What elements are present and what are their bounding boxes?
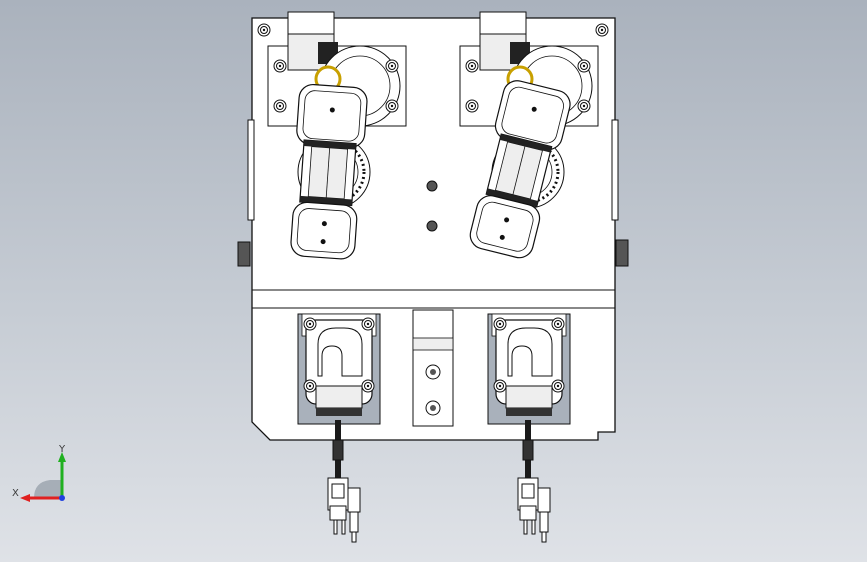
coordinate-triad: X Y bbox=[12, 444, 66, 502]
y-axis-label: Y bbox=[58, 444, 66, 455]
right-motor[interactable] bbox=[488, 314, 570, 424]
center-block bbox=[412, 309, 454, 427]
z-axis-dot bbox=[59, 495, 65, 501]
x-axis-label: X bbox=[12, 488, 19, 499]
left-motor[interactable] bbox=[298, 314, 380, 424]
